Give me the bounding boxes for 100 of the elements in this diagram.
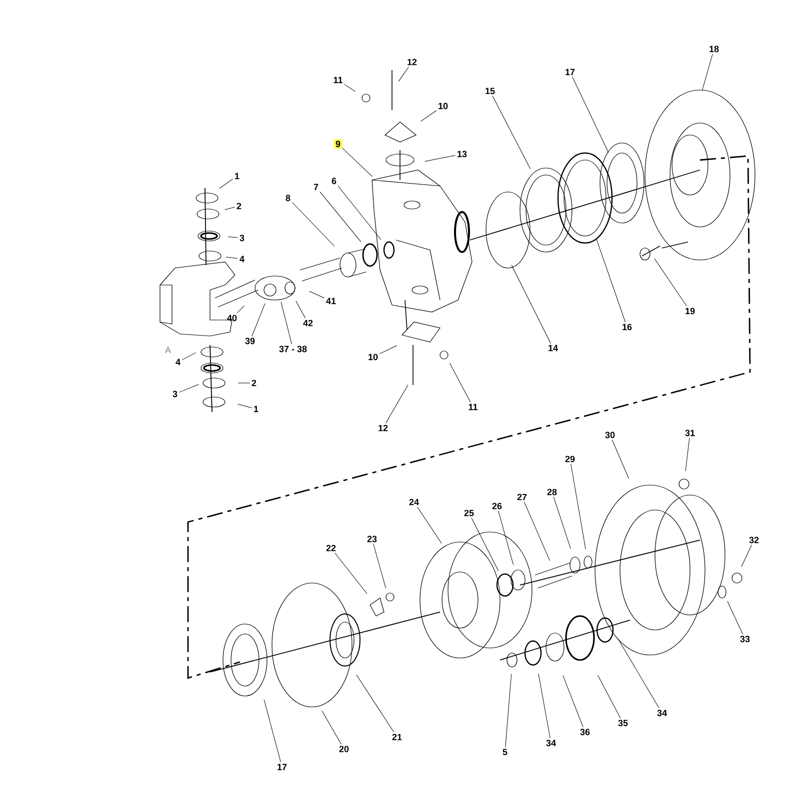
callout-number: 40 bbox=[227, 314, 237, 322]
callout-number: 27 bbox=[517, 494, 527, 500]
leader-line bbox=[309, 291, 325, 298]
leader-line bbox=[498, 510, 514, 565]
leader-line bbox=[562, 675, 584, 728]
callout-number: 1 bbox=[254, 406, 258, 412]
callout-number: 17 bbox=[566, 68, 575, 76]
callout-number: 11 bbox=[468, 404, 478, 410]
callout-number: 19 bbox=[686, 308, 695, 314]
leader-line bbox=[424, 155, 456, 162]
callout-number: 3 bbox=[240, 234, 244, 242]
leader-line bbox=[178, 384, 199, 393]
leader-line bbox=[553, 496, 571, 549]
callout-number: 5 bbox=[502, 748, 508, 756]
callout-number: 29 bbox=[565, 456, 575, 462]
leader-line bbox=[471, 518, 499, 572]
leader-line bbox=[596, 239, 626, 322]
callout-number: 20 bbox=[339, 746, 349, 752]
callout-number: 18 bbox=[710, 46, 719, 52]
leader-line bbox=[524, 502, 550, 561]
callout-number: 7 bbox=[314, 184, 318, 190]
leader-line bbox=[252, 303, 266, 336]
callout-number: 8 bbox=[286, 194, 290, 202]
leader-line bbox=[654, 258, 687, 306]
leader-line bbox=[373, 544, 386, 589]
leader-line bbox=[727, 601, 743, 634]
callout-number: 36 bbox=[580, 728, 590, 736]
callout-number: 39 bbox=[245, 338, 255, 344]
leader-line bbox=[322, 710, 342, 744]
leader-line bbox=[292, 202, 335, 246]
callout-number: 30 bbox=[605, 432, 615, 438]
leader-line bbox=[320, 192, 362, 242]
callout-number: 10 bbox=[368, 354, 378, 360]
leader-line bbox=[228, 236, 238, 238]
leader-line bbox=[334, 552, 368, 594]
callout-number: 2 bbox=[252, 380, 256, 386]
leader-line bbox=[612, 440, 630, 479]
leader-line bbox=[685, 438, 690, 472]
callout-number: 21 bbox=[392, 734, 402, 740]
callout-number: 32 bbox=[749, 536, 759, 544]
callout-number: 17 bbox=[278, 764, 287, 770]
callout-number: 2 bbox=[236, 202, 242, 210]
callout-number: 16 bbox=[622, 324, 632, 330]
callout-number: 1 bbox=[235, 172, 240, 180]
leader-line bbox=[538, 674, 550, 738]
leader-line bbox=[344, 84, 356, 92]
leader-line bbox=[379, 345, 398, 354]
callout-number: 15 bbox=[486, 88, 495, 94]
leader-line bbox=[356, 674, 394, 732]
leader-line bbox=[280, 302, 292, 344]
leader-line bbox=[572, 76, 609, 154]
callout-number: 26 bbox=[492, 502, 502, 510]
callout-number: 41 bbox=[326, 298, 336, 304]
leader-line bbox=[182, 352, 196, 360]
callout-number: 10 bbox=[438, 102, 448, 110]
callout-number: 24 bbox=[409, 498, 419, 506]
callout-number: 3 bbox=[172, 390, 178, 398]
leader-line bbox=[702, 54, 713, 91]
view-letter: A bbox=[165, 346, 171, 354]
leader-line bbox=[598, 674, 621, 718]
leader-line bbox=[296, 300, 306, 318]
callout-number: 37 - 38 bbox=[279, 346, 307, 352]
callout-number: 22 bbox=[326, 544, 336, 552]
leader-line bbox=[420, 110, 437, 122]
leader-line bbox=[450, 362, 471, 402]
leader-line bbox=[492, 96, 531, 170]
leader-line bbox=[226, 256, 238, 259]
callout-number: 34 bbox=[546, 740, 556, 746]
leader-line bbox=[236, 305, 245, 314]
callout-number: 4 bbox=[240, 256, 244, 262]
leader-line bbox=[342, 148, 372, 177]
callout-number: 42 bbox=[303, 320, 313, 326]
leader-line bbox=[416, 506, 442, 544]
callout-number: 11 bbox=[334, 76, 342, 84]
leader-line bbox=[219, 178, 234, 189]
leader-line bbox=[224, 206, 236, 210]
leader-line bbox=[264, 700, 281, 762]
leader-line bbox=[741, 544, 752, 568]
callout-number: 12 bbox=[378, 424, 388, 432]
leader-line bbox=[398, 66, 409, 82]
callout-number: 33 bbox=[740, 636, 750, 642]
callout-number: 14 bbox=[548, 344, 558, 352]
leader-line bbox=[511, 264, 551, 344]
callout-number: 25 bbox=[464, 510, 474, 516]
callout-number: 23 bbox=[367, 536, 377, 542]
leader-line bbox=[505, 674, 512, 748]
callout-number: 31 bbox=[685, 430, 695, 436]
callout-number: 34 bbox=[657, 710, 667, 716]
leader-line bbox=[237, 404, 252, 408]
leader-line bbox=[386, 384, 408, 424]
callout-number: 4 bbox=[176, 358, 180, 366]
callout-number: 35 bbox=[618, 720, 628, 726]
callout-number: 12 bbox=[408, 58, 417, 66]
leader-line bbox=[238, 382, 250, 384]
callout-number: 9 bbox=[334, 139, 342, 149]
callout-number: 13 bbox=[458, 150, 467, 158]
leader-line bbox=[570, 464, 586, 550]
callout-number: 28 bbox=[547, 488, 557, 496]
leader-line bbox=[618, 638, 660, 708]
callout-number: 6 bbox=[332, 178, 336, 184]
